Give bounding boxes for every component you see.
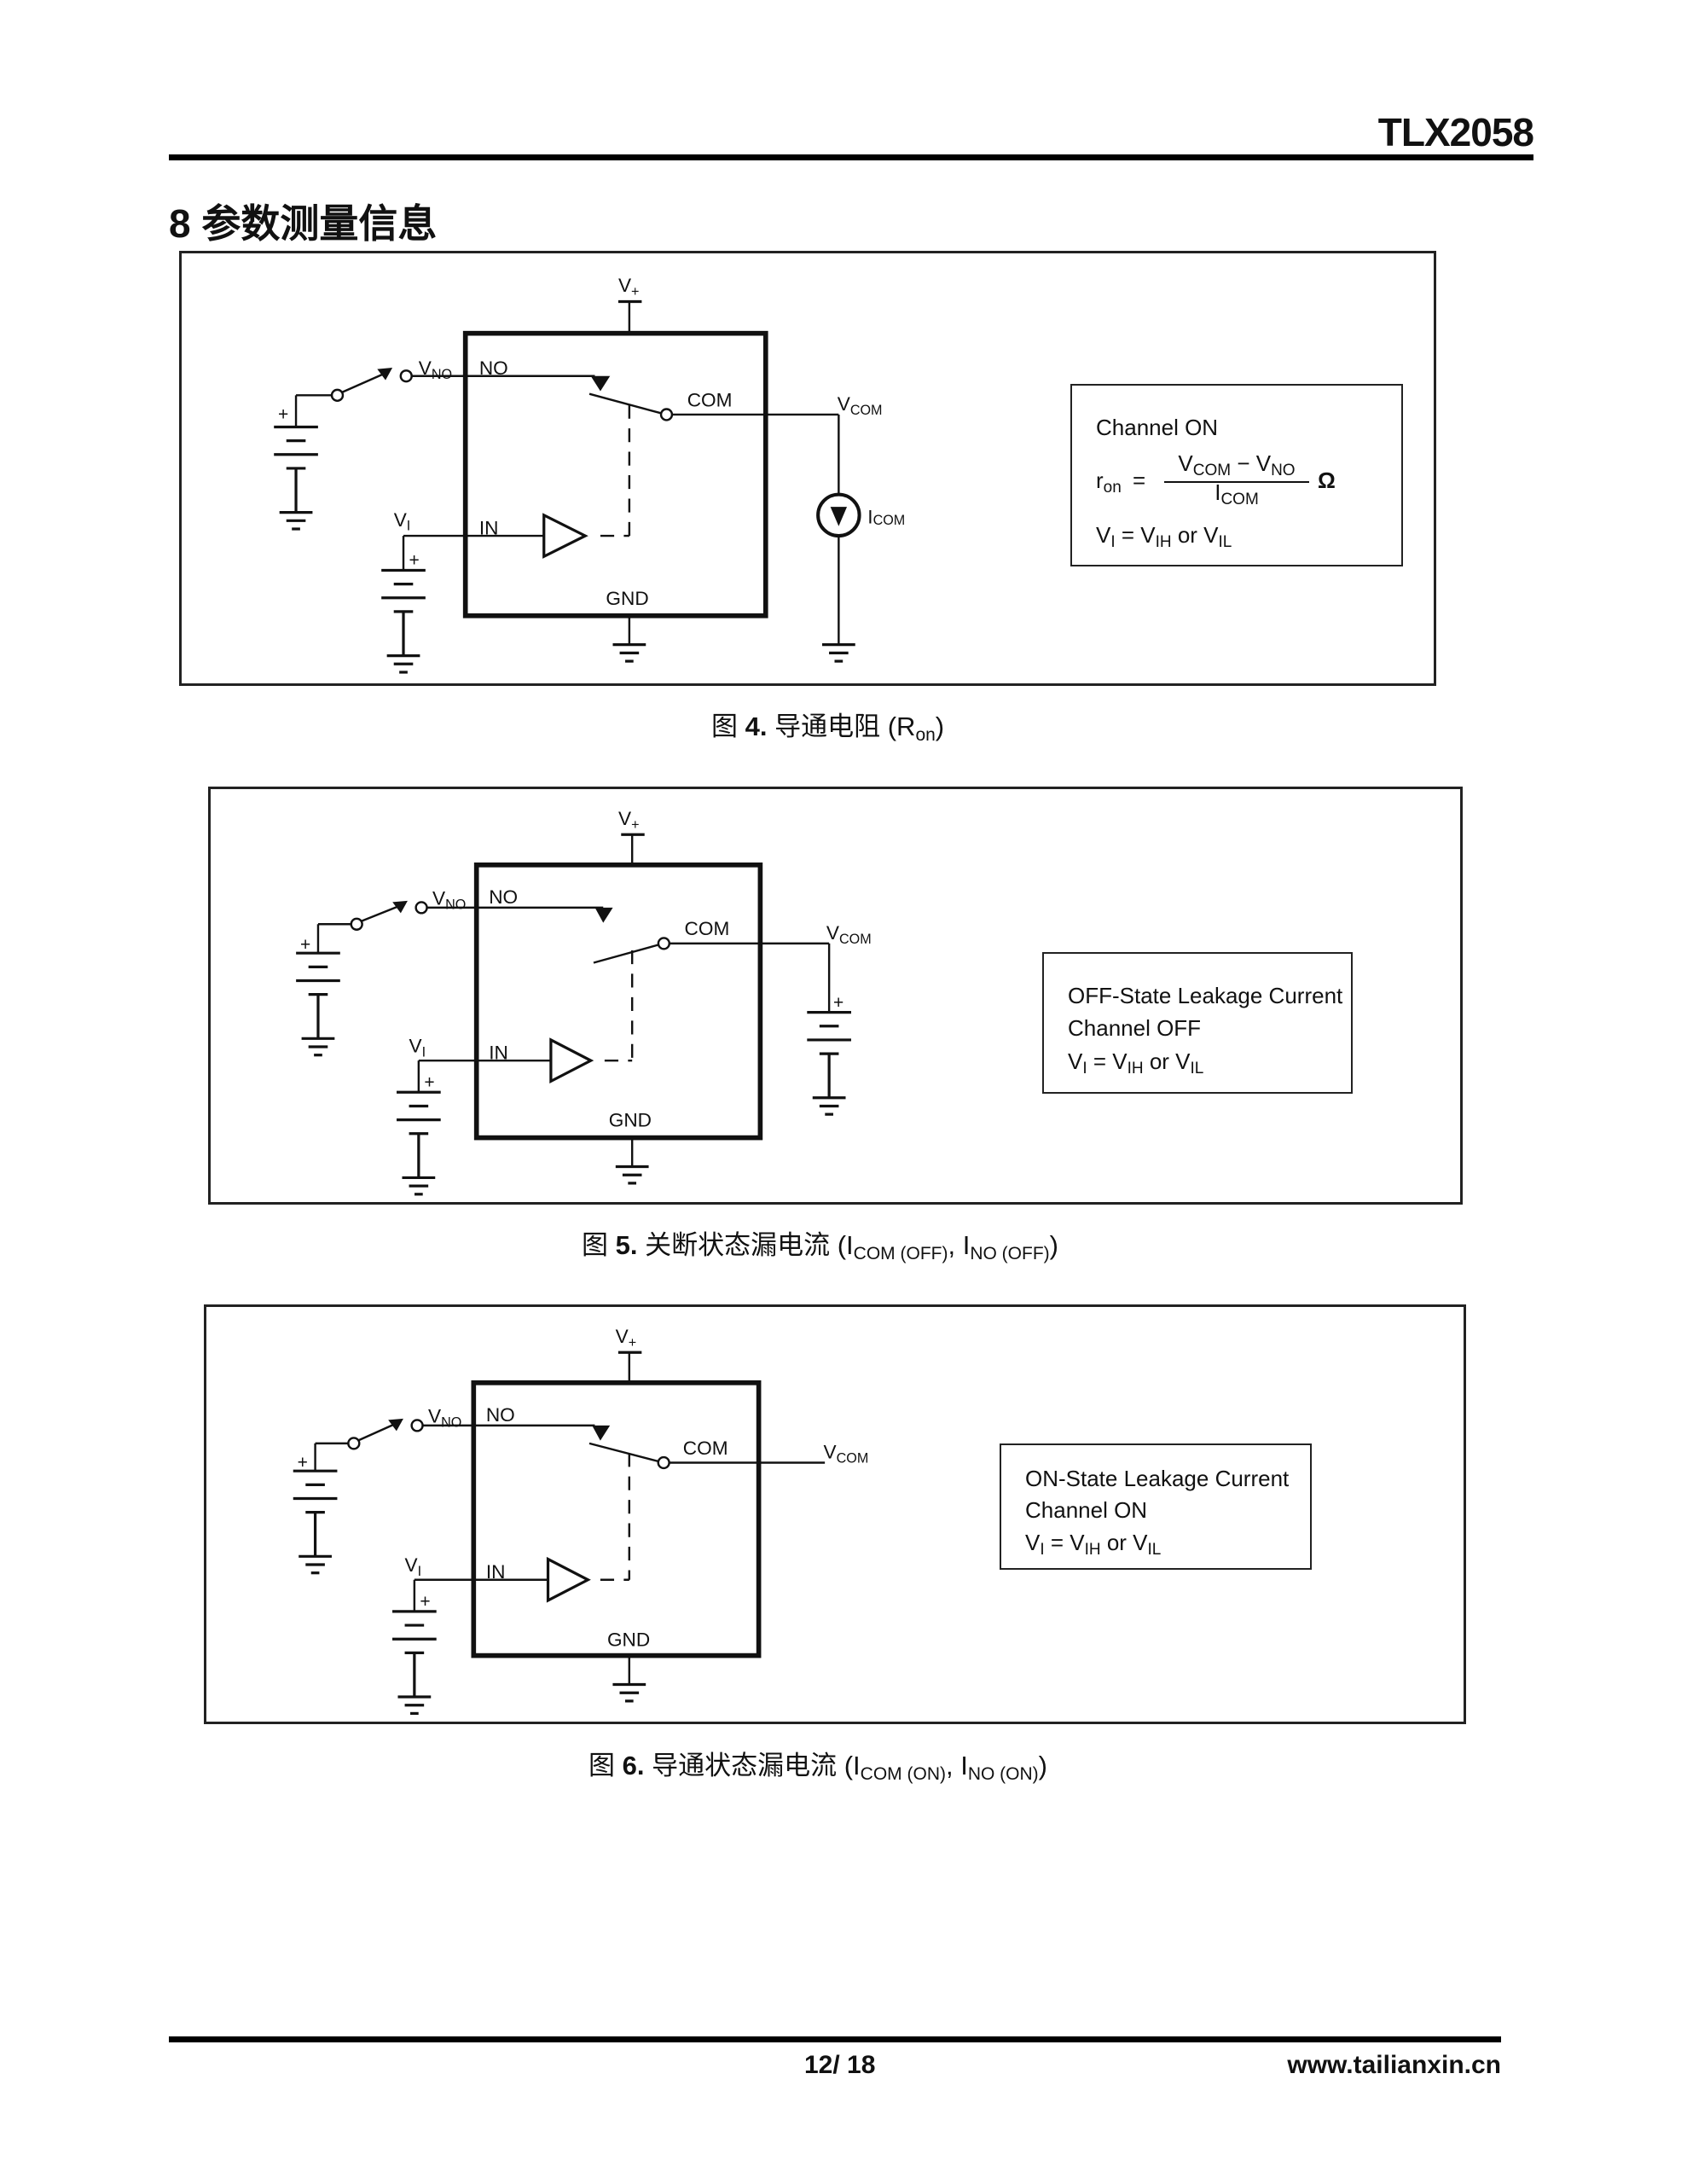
pin-label-in: IN bbox=[489, 1043, 508, 1064]
buffer-icon bbox=[542, 513, 588, 559]
pin-label-gnd: GND bbox=[606, 588, 648, 609]
input-battery-icon bbox=[381, 570, 426, 672]
pin-label-no: NO bbox=[489, 886, 518, 908]
buffer-icon bbox=[549, 1037, 594, 1084]
pin-label-com: COM bbox=[683, 1438, 728, 1459]
buffer-icon bbox=[546, 1556, 591, 1603]
pin-label-no: NO bbox=[486, 1404, 515, 1426]
page-number: 12/ 18 bbox=[804, 2051, 876, 2079]
source-battery-icon bbox=[296, 953, 340, 1055]
label-v-no: VNO bbox=[428, 1406, 461, 1431]
note-title: ON-State Leakage Current bbox=[1025, 1466, 1290, 1491]
figure-5-off-leakage-test-circuit: V+ VNO NO + COM VCOM + VI bbox=[208, 787, 1463, 1205]
input-battery-icon bbox=[392, 1612, 437, 1714]
internal-switch-closed bbox=[588, 392, 662, 415]
note-title: OFF-State Leakage Current bbox=[1068, 983, 1343, 1008]
label-v-com: VCOM bbox=[826, 922, 872, 947]
label-v-plus: V+ bbox=[616, 1326, 637, 1350]
source-battery-icon bbox=[293, 1471, 338, 1573]
no-arrow-icon bbox=[594, 907, 613, 923]
pin-label-in: IN bbox=[479, 517, 499, 538]
pin-label-gnd: GND bbox=[607, 1629, 650, 1650]
no-arrow-icon bbox=[592, 1425, 611, 1441]
svg-text:+: + bbox=[298, 1453, 308, 1472]
header-rule bbox=[169, 154, 1533, 160]
internal-switch-closed bbox=[588, 1442, 659, 1463]
svg-text:+: + bbox=[300, 935, 310, 955]
input-battery-icon bbox=[397, 1092, 441, 1194]
vi-condition: VI = VIH or VIL bbox=[1025, 1530, 1162, 1559]
website-link[interactable]: www.tailianxin.cn bbox=[1287, 2051, 1501, 2079]
svg-text:+: + bbox=[424, 1072, 434, 1092]
label-v-no: VNO bbox=[419, 357, 452, 382]
internal-switch-open bbox=[593, 944, 659, 964]
svg-text:+: + bbox=[833, 993, 844, 1013]
note-channel-state: Channel ON bbox=[1096, 415, 1219, 440]
label-v-plus: V+ bbox=[618, 808, 640, 833]
formula-numerator: VCOM − VNO bbox=[1164, 452, 1309, 483]
figure-5-note: OFF-State Leakage Current Channel OFF VI… bbox=[1042, 952, 1353, 1094]
section-title: 8 参数测量信息 bbox=[169, 201, 438, 246]
formula-unit: Ω bbox=[1318, 468, 1336, 493]
ic-package bbox=[462, 330, 768, 619]
note-channel-state: Channel OFF bbox=[1068, 1015, 1202, 1041]
external-switch bbox=[360, 903, 403, 923]
ic-package bbox=[471, 1380, 762, 1658]
com-battery-icon bbox=[807, 1013, 851, 1115]
label-v-com: VCOM bbox=[838, 393, 883, 418]
figure-6-caption: 图 6. 导通状态漏电流 (ICOM (ON), INO (ON)) bbox=[588, 1751, 1047, 1784]
footer-rule bbox=[169, 2036, 1501, 2042]
figure-6-on-leakage-test-circuit: V+ VNO NO + COM VCOM VI IN bbox=[204, 1304, 1466, 1724]
ron-formula: ron = bbox=[1096, 468, 1146, 497]
pin-label-com: COM bbox=[687, 389, 733, 410]
figure-4-note: Channel ON ron = VCOM − VNO ICOM Ω VI = … bbox=[1070, 384, 1403, 566]
figure-4-ron-test-circuit: V+ VNO NO + COM VCOM bbox=[179, 251, 1436, 686]
label-v-i: VI bbox=[405, 1554, 422, 1579]
figure-4-caption: 图 4. 导通电阻 (Ron) bbox=[711, 712, 945, 745]
schematic-figure-5: V+ VNO NO + COM VCOM + VI bbox=[211, 808, 872, 1207]
svg-text:+: + bbox=[278, 404, 288, 424]
note-channel-state: Channel ON bbox=[1025, 1497, 1148, 1523]
pin-label-in: IN bbox=[486, 1561, 506, 1583]
label-v-i: VI bbox=[409, 1035, 426, 1060]
label-v-no: VNO bbox=[432, 888, 466, 913]
pin-label-gnd: GND bbox=[609, 1110, 652, 1131]
schematic-figure-4: V+ VNO NO + COM VCOM bbox=[182, 275, 905, 688]
label-v-i: VI bbox=[394, 509, 411, 534]
external-switch bbox=[340, 370, 389, 394]
label-v-plus: V+ bbox=[618, 275, 640, 299]
vi-condition: VI = VIH or VIL bbox=[1068, 1048, 1204, 1077]
label-i-com: ICOM bbox=[867, 507, 905, 529]
svg-text:+: + bbox=[409, 551, 419, 571]
label-v-com: VCOM bbox=[824, 1442, 869, 1467]
figure-5-caption: 图 5. 关断状态漏电流 (ICOM (OFF), INO (OFF)) bbox=[582, 1230, 1058, 1263]
svg-text:+: + bbox=[420, 1592, 430, 1612]
schematic-figure-6: V+ VNO NO + COM VCOM VI IN bbox=[206, 1326, 869, 1727]
vi-condition: VI = VIH or VIL bbox=[1096, 522, 1232, 551]
figure-6-note: ON-State Leakage Current Channel ON VI =… bbox=[1000, 1443, 1312, 1570]
document-id: TLX2058 bbox=[1377, 110, 1534, 154]
external-switch bbox=[357, 1421, 398, 1442]
ic-package bbox=[473, 862, 763, 1141]
no-arrow-icon bbox=[590, 375, 611, 392]
source-battery-icon bbox=[274, 427, 318, 529]
pin-label-com: COM bbox=[685, 918, 730, 939]
formula-denominator: ICOM bbox=[1215, 479, 1259, 508]
